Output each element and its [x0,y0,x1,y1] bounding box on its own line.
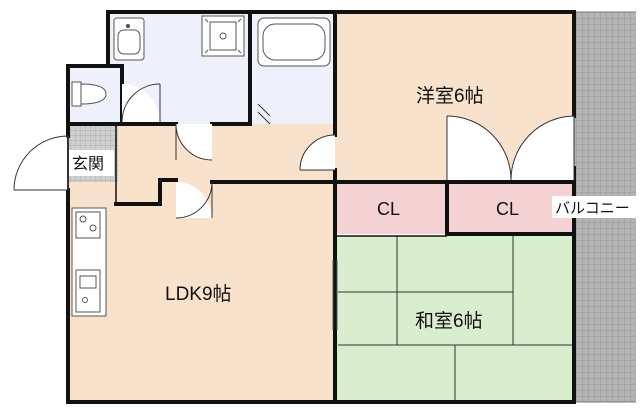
thin-partitions [115,124,447,237]
hallway-floor [116,124,335,182]
sliding-partition [332,260,338,330]
entrance-label: 玄関 [72,155,104,173]
doors [13,83,575,219]
entrance-label-bg [68,150,114,176]
japanese-room-label: 和室6帖 [415,310,483,332]
closet-1-floor [335,182,445,234]
balcony-label-bg [552,196,640,218]
kitchen-counter [71,207,107,317]
closet-2-label: CL [496,199,519,219]
tatami-lines [338,236,574,402]
walls [66,10,576,404]
balcony-label: バルコニー [555,200,630,217]
fixtures [71,15,331,107]
western-room-label: 洋室6帖 [416,85,484,107]
ldk-label: LDK9帖 [165,283,232,305]
closet-1-label: CL [377,199,400,219]
ldk-floor [68,182,335,402]
